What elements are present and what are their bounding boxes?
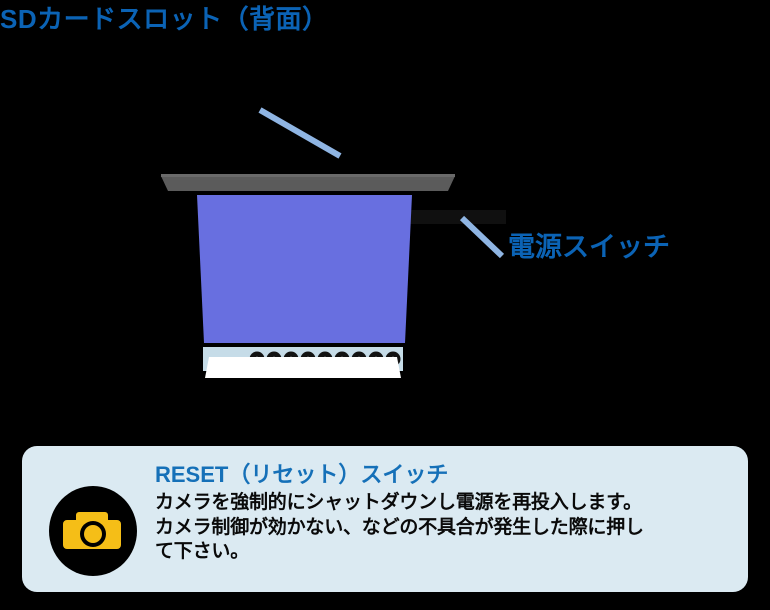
info-body-line: て下さい。 <box>155 541 250 562</box>
info-body: カメラを強制的にシャットダウンし電源を再投入します。 カメラ制御が効かない、など… <box>155 491 734 565</box>
device-body <box>197 195 412 343</box>
info-heading: RESET（リセット）スイッチ <box>155 462 449 487</box>
device-base <box>205 357 401 378</box>
info-box: RESET（リセット）スイッチ カメラを強制的にシャットダウンし電源を再投入しま… <box>22 446 748 592</box>
callout-label-power-switch: 電源スイッチ <box>508 232 670 262</box>
info-text-block: RESET（リセット）スイッチ カメラを強制的にシャットダウンし電源を再投入しま… <box>155 460 734 565</box>
leader-line-sd-card-slot <box>258 107 342 159</box>
device-illustration <box>0 60 770 430</box>
info-body-line: カメラ制御が効かない、などの不具合が発生した際に押し <box>155 516 644 538</box>
page-title: SDカードスロット（背面） <box>0 4 329 34</box>
info-body-line: カメラを強制的にシャットダウンし電源を再投入します。 <box>155 492 642 513</box>
device-top-plate <box>161 176 455 191</box>
leader-line-power-switch <box>459 215 505 259</box>
device-top-plate-shadow <box>161 174 455 177</box>
camera-icon <box>48 486 138 576</box>
